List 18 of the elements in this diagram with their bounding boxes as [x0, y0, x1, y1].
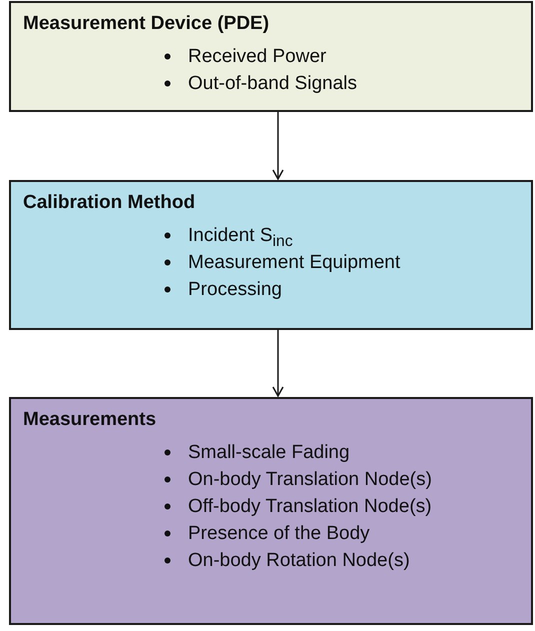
box-heading: Measurements: [23, 409, 158, 431]
box-heading: Measurement Device (PDE): [23, 13, 270, 35]
bullet-item: Received Power: [188, 46, 326, 67]
bullet-item: On-body Rotation Node(s): [188, 550, 410, 571]
bullet-item: Presence of the Body: [188, 523, 370, 544]
bullet-item: Incident S$_{inc}$: [188, 225, 293, 246]
bullet-item: Measurement Equipment: [188, 252, 400, 273]
arrow: [272, 330, 284, 397]
bullet-item: Small-scale Fading: [188, 442, 350, 463]
bullet-item: Off-body Translation Node(s): [188, 496, 432, 517]
process-box: [9, 180, 533, 330]
process-box: [9, 1, 533, 112]
bullet-item: Out-of-band Signals: [188, 73, 357, 94]
arrow: [272, 112, 284, 180]
process-box: [9, 397, 533, 625]
bullet-item: Processing: [188, 279, 282, 300]
box-heading: Calibration Method: [23, 192, 196, 214]
bullet-item: On-body Translation Node(s): [188, 469, 432, 490]
